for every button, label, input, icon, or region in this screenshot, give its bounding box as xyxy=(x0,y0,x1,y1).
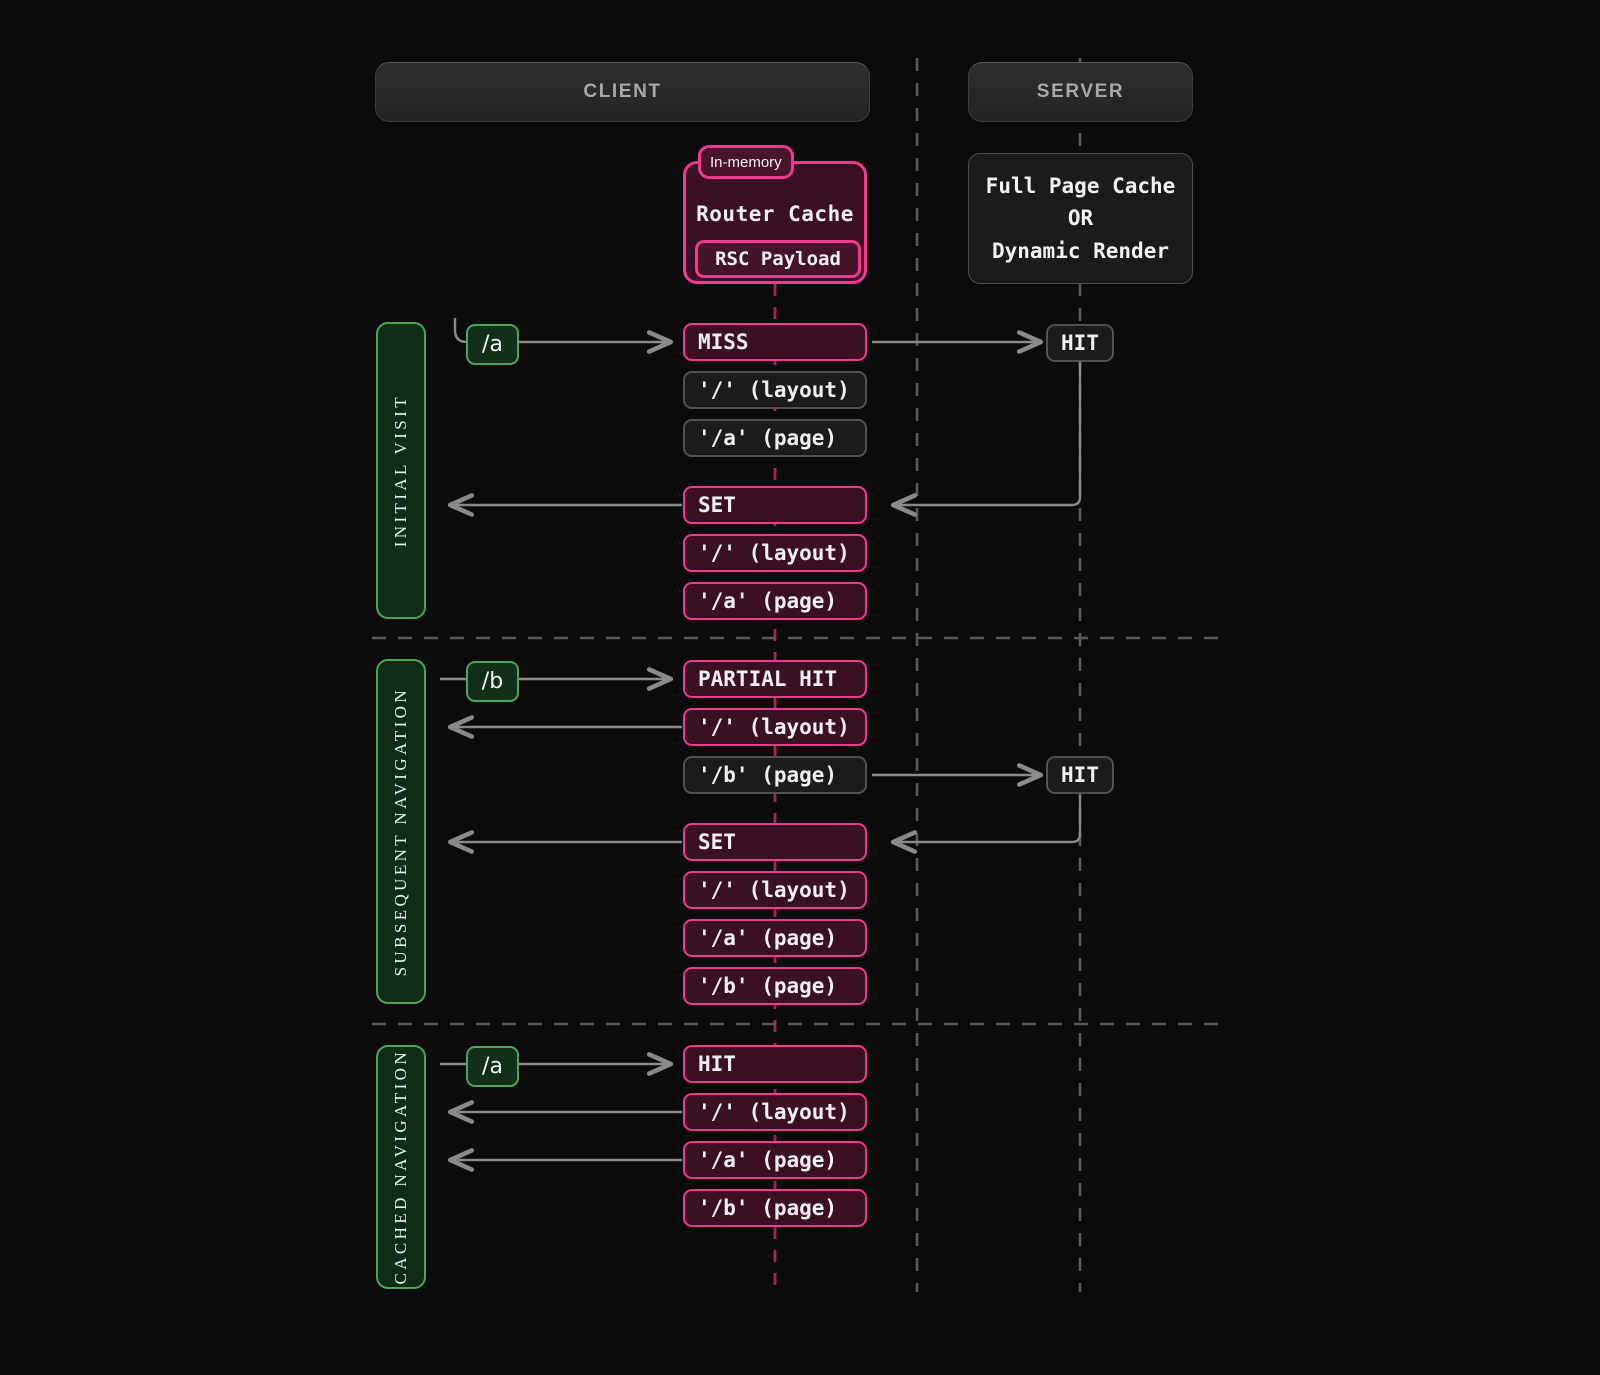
step-box-s1-0[interactable]: MISS xyxy=(683,323,867,361)
phase-label-2: SUBSEQUENT NAVIGATION xyxy=(391,686,410,977)
step-box-s2-3[interactable]: SET xyxy=(683,823,867,861)
server-hit-box-1[interactable]: HIT xyxy=(1046,324,1114,362)
server-hit-label: HIT xyxy=(1061,763,1099,787)
step-box-s1-2[interactable]: '/a' (page) xyxy=(683,419,867,457)
step-label: '/' (layout) xyxy=(698,878,850,902)
step-box-s3-3[interactable]: '/b' (page) xyxy=(683,1189,867,1227)
step-box-s2-1[interactable]: '/' (layout) xyxy=(683,708,867,746)
step-box-s3-2[interactable]: '/a' (page) xyxy=(683,1141,867,1179)
route-badge-label-2: /b xyxy=(481,669,504,694)
rsc-payload-label: RSC Payload xyxy=(715,248,841,270)
step-box-s1-3[interactable]: SET xyxy=(683,486,867,524)
step-box-s1-1[interactable]: '/' (layout) xyxy=(683,371,867,409)
column-header-server: SERVER xyxy=(968,62,1193,122)
step-label: '/a' (page) xyxy=(698,589,838,613)
phase-initial-visit: INITIAL VISIT xyxy=(376,322,426,619)
step-box-s2-5[interactable]: '/a' (page) xyxy=(683,919,867,957)
step-label: '/b' (page) xyxy=(698,1196,838,1220)
step-label: '/a' (page) xyxy=(698,926,838,950)
server-cache-block: Full Page Cache OR Dynamic Render xyxy=(968,153,1193,284)
server-line-2: OR xyxy=(1067,206,1094,231)
router-cache-title: Router Cache xyxy=(696,201,854,226)
route-badge-label-1: /a xyxy=(482,332,503,357)
step-box-s3-1[interactable]: '/' (layout) xyxy=(683,1093,867,1131)
step-box-s2-4[interactable]: '/' (layout) xyxy=(683,871,867,909)
step-label: '/a' (page) xyxy=(698,1148,838,1172)
route-badge-a-3[interactable]: /a xyxy=(466,1046,519,1087)
step-label: MISS xyxy=(698,330,749,354)
in-memory-label: In-memory xyxy=(710,153,782,171)
step-box-s2-2[interactable]: '/b' (page) xyxy=(683,756,867,794)
route-badge-label-3: /a xyxy=(482,1054,503,1079)
phase-subsequent-navigation: SUBSEQUENT NAVIGATION xyxy=(376,659,426,1004)
server-hit-box-2[interactable]: HIT xyxy=(1046,756,1114,794)
server-hit-label: HIT xyxy=(1061,331,1099,355)
route-badge-a-1[interactable]: /a xyxy=(466,324,519,365)
step-label: PARTIAL HIT xyxy=(698,667,838,691)
step-box-s3-0[interactable]: HIT xyxy=(683,1045,867,1083)
step-label: '/' (layout) xyxy=(698,378,850,402)
step-label: '/b' (page) xyxy=(698,974,838,998)
server-label: SERVER xyxy=(1036,81,1125,102)
step-label: '/a' (page) xyxy=(698,426,838,450)
client-label: CLIENT xyxy=(583,81,662,102)
step-label: '/' (layout) xyxy=(698,541,850,565)
step-box-s1-5[interactable]: '/a' (page) xyxy=(683,582,867,620)
step-label: HIT xyxy=(698,1052,736,1076)
arrow-server-to-cache-2 xyxy=(890,795,1082,854)
step-box-s1-4[interactable]: '/' (layout) xyxy=(683,534,867,572)
phase-cached-navigation: CACHED NAVIGATION xyxy=(376,1045,426,1289)
step-label: SET xyxy=(698,830,736,854)
rsc-payload-box: RSC Payload xyxy=(695,240,861,278)
server-line-1: Full Page Cache xyxy=(985,173,1176,198)
step-label: '/' (layout) xyxy=(698,1100,850,1124)
phase-label-1: INITIAL VISIT xyxy=(391,393,410,548)
step-box-s2-6[interactable]: '/b' (page) xyxy=(683,967,867,1005)
column-header-client: CLIENT xyxy=(375,62,870,122)
route-badge-b-2[interactable]: /b xyxy=(466,661,519,702)
in-memory-tag: In-memory xyxy=(698,145,794,179)
step-label: SET xyxy=(698,493,736,517)
step-label: '/b' (page) xyxy=(698,763,838,787)
server-line-3: Dynamic Render xyxy=(991,238,1169,263)
step-label: '/' (layout) xyxy=(698,715,850,739)
phase-label-3: CACHED NAVIGATION xyxy=(391,1049,410,1285)
step-box-s2-0[interactable]: PARTIAL HIT xyxy=(683,660,867,698)
arrow-server-to-cache-1 xyxy=(890,362,1082,517)
